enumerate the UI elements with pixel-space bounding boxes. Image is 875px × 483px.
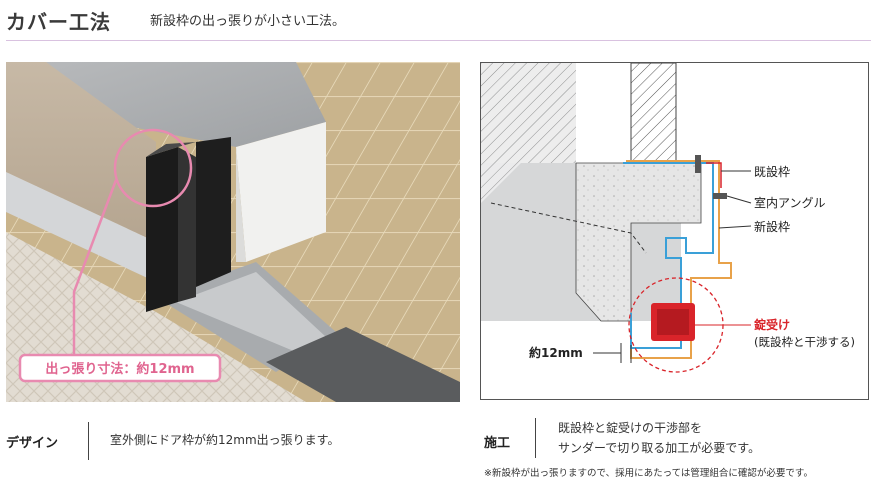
- page-title: カバー工法: [6, 10, 111, 34]
- page-subtitle: 新設枠の出っ張りが小さい工法。: [150, 14, 346, 29]
- photo-illustration: 出っ張り寸法：約12mm: [6, 62, 460, 402]
- construction-caption-title: 施工: [484, 436, 511, 451]
- header-divider: [6, 40, 871, 41]
- label-strike-note: (既設枠と干渉する): [754, 335, 855, 349]
- design-caption-title: デザイン: [6, 436, 59, 451]
- footnote: ※新設枠が出っ張りますので、採用にあたっては管理組合に確認が必要です。: [484, 468, 813, 479]
- construction-caption-divider: [535, 418, 536, 458]
- design-caption-divider: [88, 422, 89, 460]
- construction-caption-line2: サンダーで切り取る加工が必要です。: [558, 441, 761, 455]
- section-drawing: 既設枠 室内アングル 新設枠 錠受け (既設枠と干渉する) 約12mm: [481, 63, 855, 373]
- label-new-frame: 新設枠: [754, 219, 790, 234]
- protrusion-badge: 出っ張り寸法：約12mm: [45, 361, 194, 377]
- label-strike: 錠受け: [754, 317, 790, 332]
- label-inner-angle: 室内アングル: [754, 195, 826, 210]
- cross-section-diagram: 既設枠 室内アングル 新設枠 錠受け (既設枠と干渉する) 約12mm: [480, 62, 869, 400]
- construction-caption-line1: 既設枠と錠受けの干渉部を: [558, 421, 703, 435]
- label-existing-frame: 既設枠: [754, 164, 790, 179]
- design-caption-text: 室外側にドア枠が約12mm出っ張ります。: [110, 433, 340, 447]
- page-header: カバー工法 新設枠の出っ張りが小さい工法。: [0, 0, 875, 42]
- label-dimension: 約12mm: [529, 345, 583, 360]
- product-photo: 出っ張り寸法：約12mm: [6, 62, 460, 402]
